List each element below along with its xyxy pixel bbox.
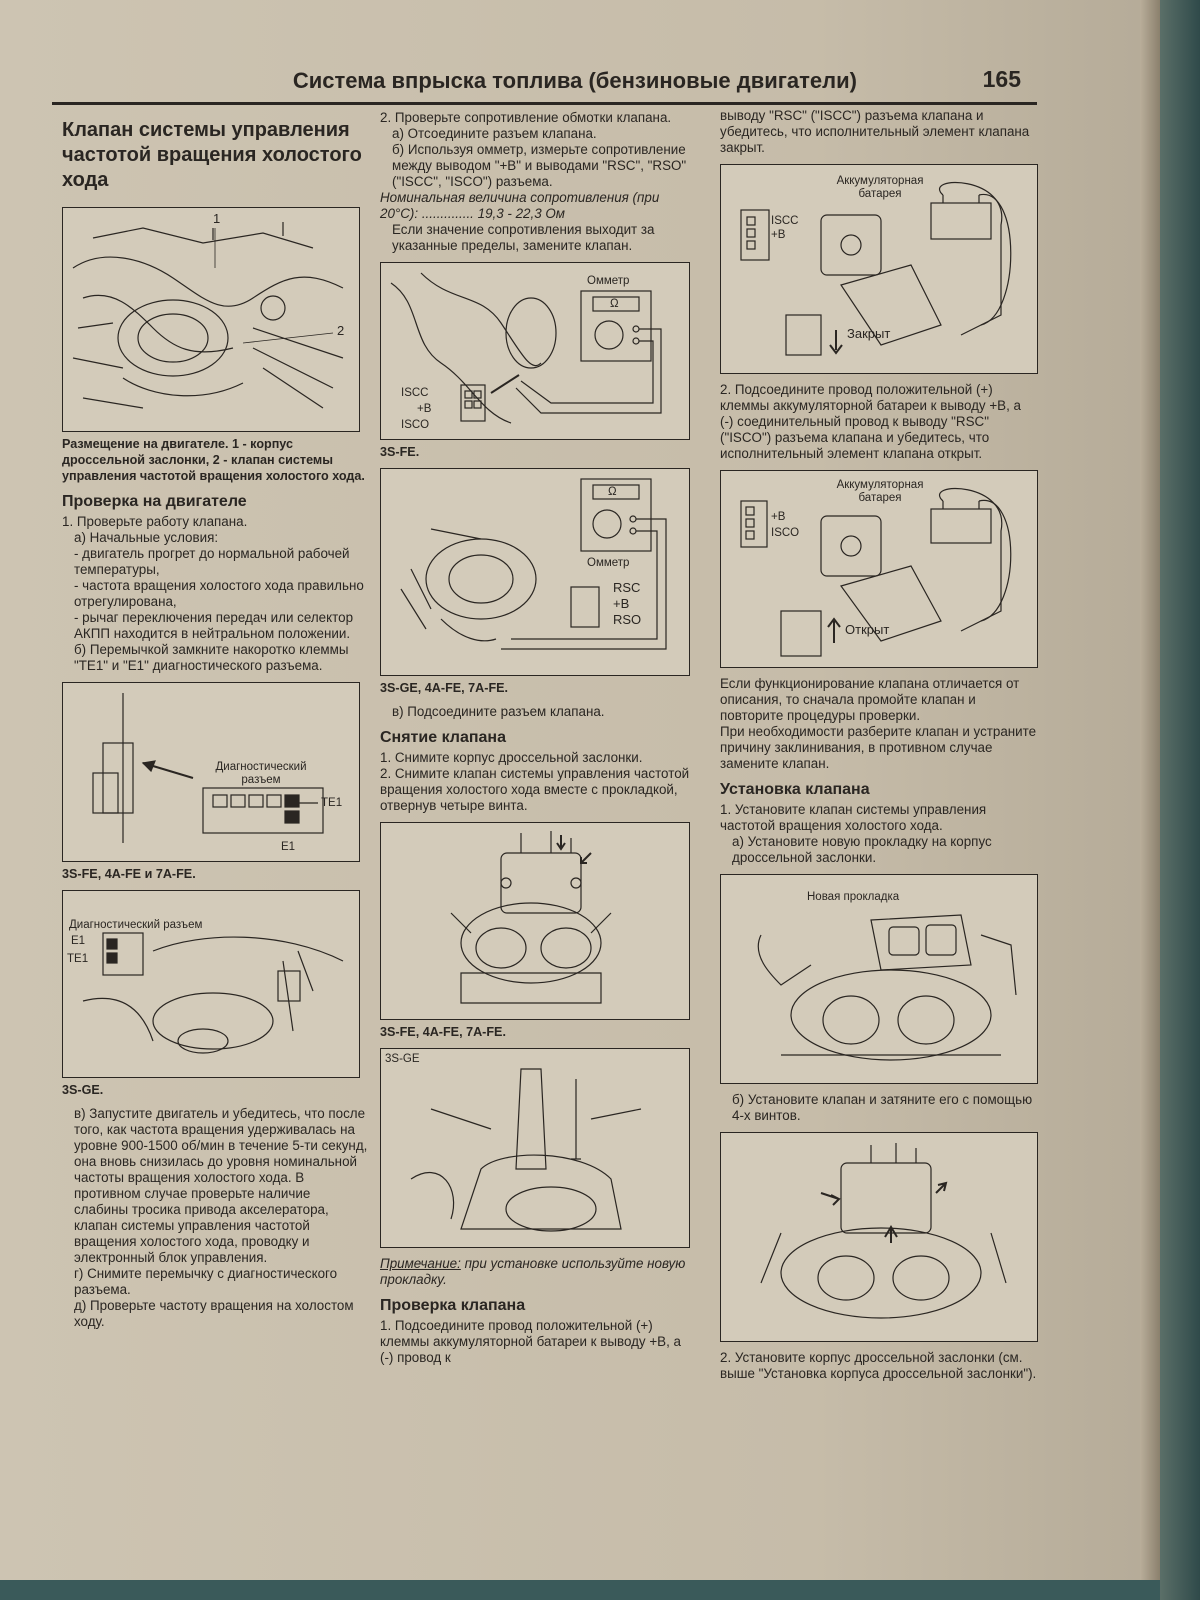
pb-label: +B (771, 511, 786, 523)
figure-diag-connector-ge: Диагностический разъем E1 TE1 (62, 890, 360, 1078)
figure-battery-closed: Аккумуляторная батарея ISCC +B Закрыт (720, 164, 1038, 374)
column-2: 2. Проверьте сопротивление обмотки клапа… (380, 110, 698, 1366)
throttle-body-illustration (410, 1068, 642, 1232)
paragraph: 1. Проверьте работу клапана. (62, 514, 248, 529)
figure-ohmmeter-fe: Омметр Ω ISCC +B ISCO (380, 262, 690, 440)
figure-caption: 3S-GE. (62, 1083, 104, 1097)
te1-label: TE1 (321, 797, 343, 809)
paragraph: а) Отсоедините разъем клапана. (392, 126, 597, 141)
page-binding (1140, 0, 1160, 1580)
ohm-symbol: Ω (610, 298, 619, 310)
paragraph: 2. Подсоедините провод положительной (+)… (720, 382, 1021, 461)
paragraph: а) Начальные условия: (74, 530, 219, 545)
note-label: Примечание: (380, 1256, 461, 1271)
page-title: Система впрыска топлива (бензиновые двиг… (292, 68, 857, 93)
subsection-heading: Снятие клапана (380, 729, 506, 746)
ohmmeter-illustration (400, 478, 667, 650)
figure-valve-removal-ge: 3S-GE (380, 1048, 690, 1248)
paragraph: 2. Снимите клапан системы управления час… (380, 766, 690, 813)
paragraph: б) Перемычкой замкните накоротко клеммы … (74, 642, 349, 673)
open-label: Открыт (845, 622, 890, 637)
ohmmeter-label: Омметр (587, 557, 630, 569)
ohmmeter-label: Омметр (587, 275, 630, 287)
e1-label: E1 (71, 935, 86, 947)
figure-caption: 3S-GE, 4A-FE, 7A-FE. (380, 681, 509, 695)
nominal-value: Номинальная величина сопротивления (при … (380, 190, 660, 221)
throttle-body-illustration (450, 831, 612, 1004)
connector-illustration (92, 693, 324, 843)
battery-label: Аккумуляторная батарея (836, 175, 924, 200)
callout-1: 1 (213, 211, 221, 226)
paragraph: - частота вращения холостого хода правил… (74, 578, 364, 609)
iscc-label: ISCC (771, 215, 799, 227)
paragraph: 1. Установите клапан системы управления … (720, 802, 987, 833)
battery-label: Аккумуляторная батарея (836, 479, 924, 504)
pb-label: +B (771, 229, 786, 241)
battery-test-illustration (740, 181, 1012, 356)
note-text: при установке используйте новую прокладк… (380, 1256, 686, 1287)
subsection-heading: Установка клапана (720, 781, 870, 798)
figure-engine-location: 1 2 (62, 207, 360, 432)
section-heading: Клапан системы управления частотой враще… (62, 119, 362, 191)
figure-caption: 3S-FE. (380, 445, 420, 459)
subsection-heading: Проверка клапана (380, 1297, 526, 1314)
callout-2: 2 (337, 323, 345, 338)
figure-battery-open: Аккумуляторная батарея +B ISCO Открыт (720, 470, 1038, 668)
paragraph: д) Проверьте частоту вращения на холосто… (74, 1298, 354, 1329)
paragraph: - двигатель прогрет до нормальной рабоче… (74, 546, 350, 577)
e1-label: E1 (281, 841, 296, 853)
diag-connector-label: Диагностический разъем (69, 919, 203, 931)
battery-test-illustration (740, 487, 1012, 657)
paragraph: 1. Снимите корпус дроссельной заслонки. (380, 750, 643, 765)
figure-ohmmeter-ge: Омметр Ω RSC +B RSO (380, 468, 690, 676)
paragraph: в) Запустите двигатель и убедитесь, что … (74, 1106, 368, 1265)
book-page: Система впрыска топлива (бензиновые двиг… (0, 0, 1160, 1580)
figure-valve-install (720, 1132, 1038, 1342)
figure-new-gasket: Новая прокладка (720, 874, 1038, 1084)
note: Примечание: при установке используйте но… (380, 1256, 698, 1288)
closed-label: Закрыт (847, 326, 891, 341)
paragraph: - рычаг переключения передач или селекто… (74, 610, 354, 641)
figure-valve-removal-fe (380, 822, 690, 1020)
page-header: Система впрыска топлива (бензиновые двиг… (52, 62, 1037, 105)
figure-caption: 3S-FE, 4A-FE и 7A-FE. (62, 867, 196, 881)
figure-caption: 3S-FE, 4A-FE, 7A-FE. (380, 1025, 506, 1039)
paragraph: б) Используя омметр, измерьте сопротивле… (392, 142, 687, 189)
paragraph: 2. Установите корпус дроссельной заслонк… (720, 1350, 1037, 1381)
column-1: Клапан системы управления частотой враще… (62, 118, 368, 1330)
engine-illustration (72, 222, 344, 409)
ohmmeter-illustration (390, 272, 662, 424)
book-edge (1160, 0, 1200, 1600)
column-3: выводу "RSC" ("ISCC") разъема клапана и … (720, 108, 1038, 1382)
gasket-illustration (757, 914, 1017, 1061)
diag-connector-label: Диагностический разъем (215, 761, 307, 786)
throttle-body-illustration (760, 1143, 1007, 1319)
rso-label: RSO (613, 612, 642, 627)
paragraph: выводу "RSC" ("ISCC") разъема клапана и … (720, 108, 1030, 155)
figure-diag-connector-fe: Диагностический разъем TE1 E1 (62, 682, 360, 862)
isco-label: ISCO (771, 527, 800, 539)
paragraph: При необходимости разберите клапан и уст… (720, 724, 1037, 771)
isco-label: ISCO (401, 419, 430, 431)
paragraph: 1. Подсоедините провод положительной (+)… (380, 1318, 681, 1365)
new-gasket-label: Новая прокладка (807, 891, 900, 903)
te1-label: TE1 (67, 953, 89, 965)
paragraph: Если значение сопротивления выходит за у… (392, 222, 655, 253)
paragraph: Если функционирование клапана отличается… (720, 676, 1020, 723)
ohm-symbol: Ω (608, 486, 617, 498)
paragraph: г) Снимите перемычку с диагностического … (74, 1266, 338, 1297)
model-label: 3S-GE (385, 1053, 420, 1065)
paragraph: б) Установите клапан и затяните его с по… (732, 1092, 1033, 1123)
figure-caption: Размещение на двигателе. 1 - корпус дрос… (62, 437, 365, 483)
subsection-heading: Проверка на двигателе (62, 493, 247, 510)
pb-label: +B (613, 596, 630, 611)
paragraph: а) Установите новую прокладку на корпус … (732, 834, 992, 865)
connector-illustration (82, 932, 344, 1054)
iscc-label: ISCC (401, 387, 429, 399)
page-number: 165 (982, 66, 1021, 92)
rsc-label: RSC (613, 580, 641, 595)
paragraph: в) Подсоедините разъем клапана. (392, 704, 605, 719)
pb-label: +B (417, 403, 432, 415)
paragraph: 2. Проверьте сопротивление обмотки клапа… (380, 110, 672, 125)
